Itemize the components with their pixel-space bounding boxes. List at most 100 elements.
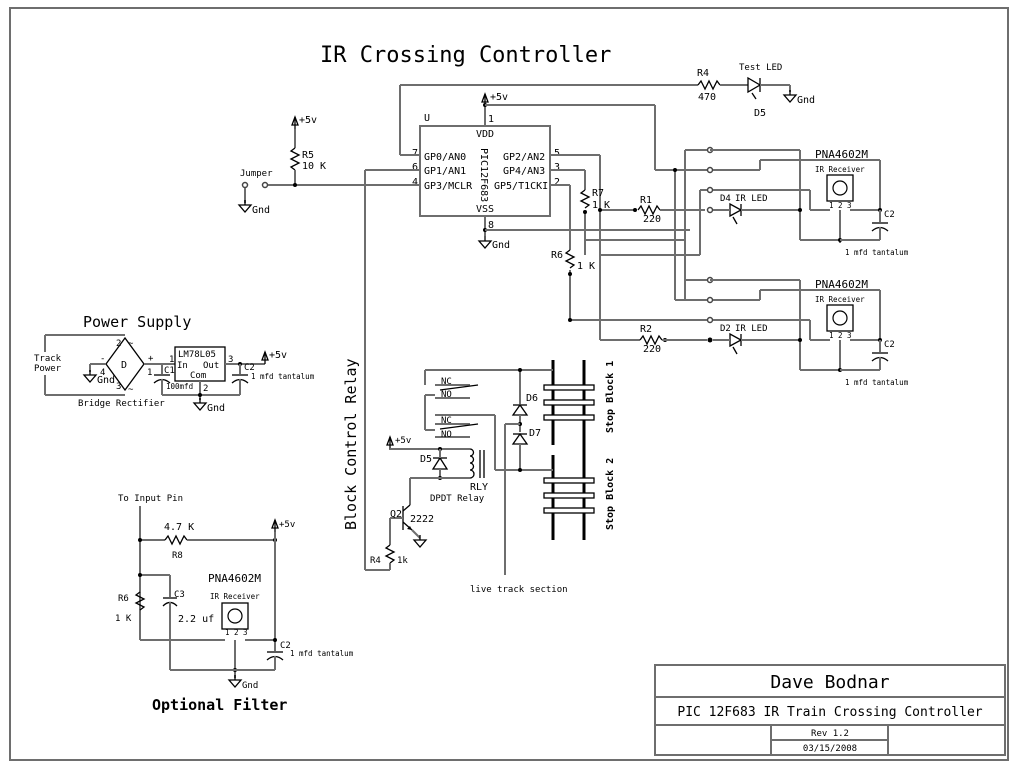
gnd-label: Gnd (492, 240, 510, 251)
r6-value: 1 K (577, 261, 595, 272)
drawing-description: PIC 12F683 IR Train Crossing Controller (677, 705, 982, 720)
c2-value: 1 mfd tantalum (251, 372, 315, 381)
vcc-label: +5v (269, 350, 287, 361)
mcu-pin-gp4: GP4/AN3 (503, 166, 545, 177)
d2-ref: D2 (720, 324, 731, 334)
regulator-pin: 1 (169, 355, 174, 365)
relay-heading: Block Control Relay (342, 358, 360, 530)
test-led-icon (747, 76, 762, 100)
gnd-label: Gnd (252, 205, 270, 216)
r1-value: 220 (643, 214, 661, 225)
jumper-pin (261, 181, 269, 189)
schematic-title: IR Crossing Controller (320, 43, 611, 68)
r8-ref: R8 (172, 551, 183, 561)
power-supply-section: Power Supply Track Power D 2 3 4 1 + - ~… (34, 313, 315, 414)
ir-led-d4-icon (729, 202, 743, 225)
d2-label: IR LED (735, 324, 768, 334)
regulator-pin: 2 (203, 384, 208, 394)
regulator-out: Out (203, 361, 219, 371)
gnd-symbol (478, 235, 492, 249)
connector-terminal (706, 166, 714, 174)
regulator-pin: 3 (228, 355, 233, 365)
gnd-label: Gnd (97, 375, 115, 386)
receiver-part: PNA4602M (815, 278, 868, 291)
connector-terminal (706, 186, 714, 194)
connector-terminal (707, 337, 713, 343)
live-track-label: live track section (470, 585, 568, 595)
r4-relay-ref: R4 (370, 556, 381, 566)
contact-nc: NC (441, 377, 452, 387)
bridge-ac: ~ (128, 339, 134, 349)
r4-value: 470 (698, 92, 716, 103)
c2-ref: C2 (884, 210, 895, 220)
contact-no: NO (441, 390, 452, 400)
q2-part: 2222 (410, 514, 434, 525)
r4-ref: R4 (697, 68, 709, 79)
receiver-part: PNA4602M (208, 572, 261, 585)
connector-terminal (706, 206, 714, 214)
vcc-label: +5v (490, 92, 508, 103)
track-stop-blocks: Stop Block 1 Stop Block 2 (540, 360, 616, 540)
r4-relay-value: 1k (397, 556, 408, 566)
author-name: Dave Bodnar (770, 672, 889, 693)
r6-filter-value: 1 K (115, 614, 132, 624)
mcu-pin-gp0: GP0/AN0 (424, 152, 466, 163)
relay-ref: RLY (470, 482, 488, 493)
gnd-label: Gnd (797, 95, 815, 106)
title-block: Dave Bodnar PIC 12F683 IR Train Crossing… (654, 664, 1006, 756)
bridge-label: Bridge Rectifier (78, 399, 165, 409)
r8-value: 4.7 K (164, 522, 194, 533)
bridge-ac: ~ (128, 385, 134, 395)
vcc-label: +5v (395, 436, 411, 446)
regulator-part: LM78L05 (178, 350, 216, 360)
track-power-label: Track (34, 354, 62, 364)
c3-ref: C3 (174, 590, 185, 600)
bridge-pin: 3 (116, 382, 121, 392)
power-supply-heading: Power Supply (83, 313, 191, 331)
c2-ref: C2 (884, 340, 895, 350)
c2-ref: C2 (280, 641, 291, 651)
sheet-border (9, 7, 1009, 761)
r7-ref: R7 (592, 188, 604, 199)
mcu-pin-gp1: GP1/AN1 (424, 166, 466, 177)
connector-terminal (706, 296, 714, 304)
mcu-pin-gp2: GP2/AN2 (503, 152, 545, 163)
gnd-label: Gnd (242, 681, 258, 691)
relay-section: NC NO NC NO D6 D7 live track section +5v (370, 368, 568, 595)
c3-value: 2.2 uf (178, 614, 214, 625)
test-led-ref: D5 (754, 108, 766, 119)
pin-num-1: 1 (488, 114, 494, 125)
regulator-com: Com (190, 371, 206, 381)
bridge-pin: 1 (147, 368, 152, 378)
flyback-diode-ref: D5 (420, 454, 432, 465)
pin-num-8: 8 (488, 220, 494, 231)
pic-microcontroller: U VDD VSS PIC12F683 GP0/AN0 GP1/AN1 GP3/… (412, 113, 560, 231)
jumper-label: Jumper (240, 169, 273, 179)
mcu-pin-gp3: GP3/MCLR (424, 181, 473, 192)
gnd-label: Gnd (207, 403, 225, 414)
test-led-label: Test LED (739, 63, 782, 73)
mcu-vss: VSS (476, 204, 494, 215)
r7-value: 1 K (592, 200, 610, 211)
mcu-pin-gp5: GP5/T1CKI (494, 181, 548, 192)
contact-nc: NC (441, 416, 452, 426)
ir-receiver-2: PNA4602M IR Receiver 1 2 3 C2 1 mfd tant… (710, 278, 909, 387)
vcc-label: +5v (279, 520, 295, 530)
bridge-ref: D (121, 360, 127, 371)
contact-no: NO (441, 430, 452, 440)
stop-block-1-label: Stop Block 1 (605, 361, 616, 433)
drawing-date: 03/15/2008 (803, 744, 857, 754)
vcc-symbol (291, 116, 299, 130)
receiver-part: PNA4602M (815, 148, 868, 161)
c2-value: 1 mfd tantalum (845, 378, 909, 387)
relay-label: DPDT Relay (430, 494, 485, 504)
jumper-pin (241, 181, 249, 189)
mcu-part: PIC12F683 (478, 148, 489, 202)
pin-num-7: 7 (412, 148, 418, 159)
gnd-symbol (783, 89, 797, 103)
bridge-minus: - (100, 354, 105, 364)
c1-ref: C1 (164, 366, 175, 376)
c2-value: 1 mfd tantalum (845, 248, 909, 257)
r2-ref: R2 (640, 324, 652, 335)
r5-ref: R5 (302, 150, 314, 161)
